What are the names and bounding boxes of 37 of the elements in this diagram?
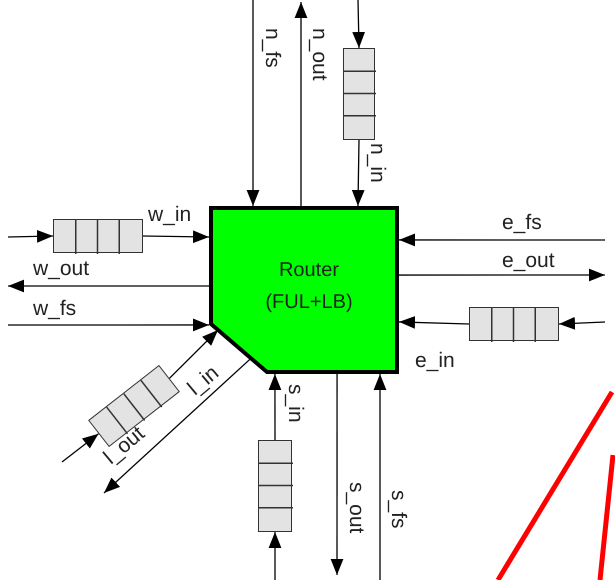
router-label: Router (FUL+LB): [264, 258, 354, 315]
arrow: [398, 316, 470, 329]
queue-buffer: [343, 48, 375, 140]
arrow: [352, 140, 365, 206]
arrow: [62, 433, 99, 463]
arrow: [399, 234, 605, 246]
edge-label: w_out: [33, 258, 90, 279]
edge-label: n_fs: [262, 28, 283, 68]
edge-label: l_in: [184, 362, 223, 400]
arrow: [330, 374, 344, 575]
queue-buffer: [258, 440, 292, 532]
arrow: [399, 268, 605, 282]
arrow: [169, 330, 218, 379]
edge-label: e_out: [502, 250, 555, 271]
edge-label: n_in: [367, 143, 388, 183]
arrow: [246, 0, 260, 206]
arrow: [8, 318, 209, 332]
arrow: [374, 374, 386, 580]
edge-label: e_in: [415, 350, 455, 371]
arrow: [143, 230, 209, 244]
edge-label: w_fs: [33, 298, 76, 319]
arrow: [8, 280, 209, 292]
arrow: [558, 316, 606, 330]
queue-buffer: [469, 307, 559, 341]
edge-label: s_out: [346, 482, 367, 534]
edge-label: n_out: [309, 28, 330, 81]
arrow: [352, 0, 366, 48]
arrow: [268, 374, 282, 440]
edge-label: s_fs: [388, 490, 409, 529]
arrow: [294, 2, 308, 206]
edge-label: w_in: [148, 204, 192, 225]
edge-label: s_in: [285, 384, 306, 423]
arrow: [104, 358, 252, 494]
queue-buffer: [53, 219, 143, 253]
arrow: [8, 230, 54, 243]
arrow: [268, 532, 282, 580]
edge-label: e_fs: [502, 212, 542, 233]
